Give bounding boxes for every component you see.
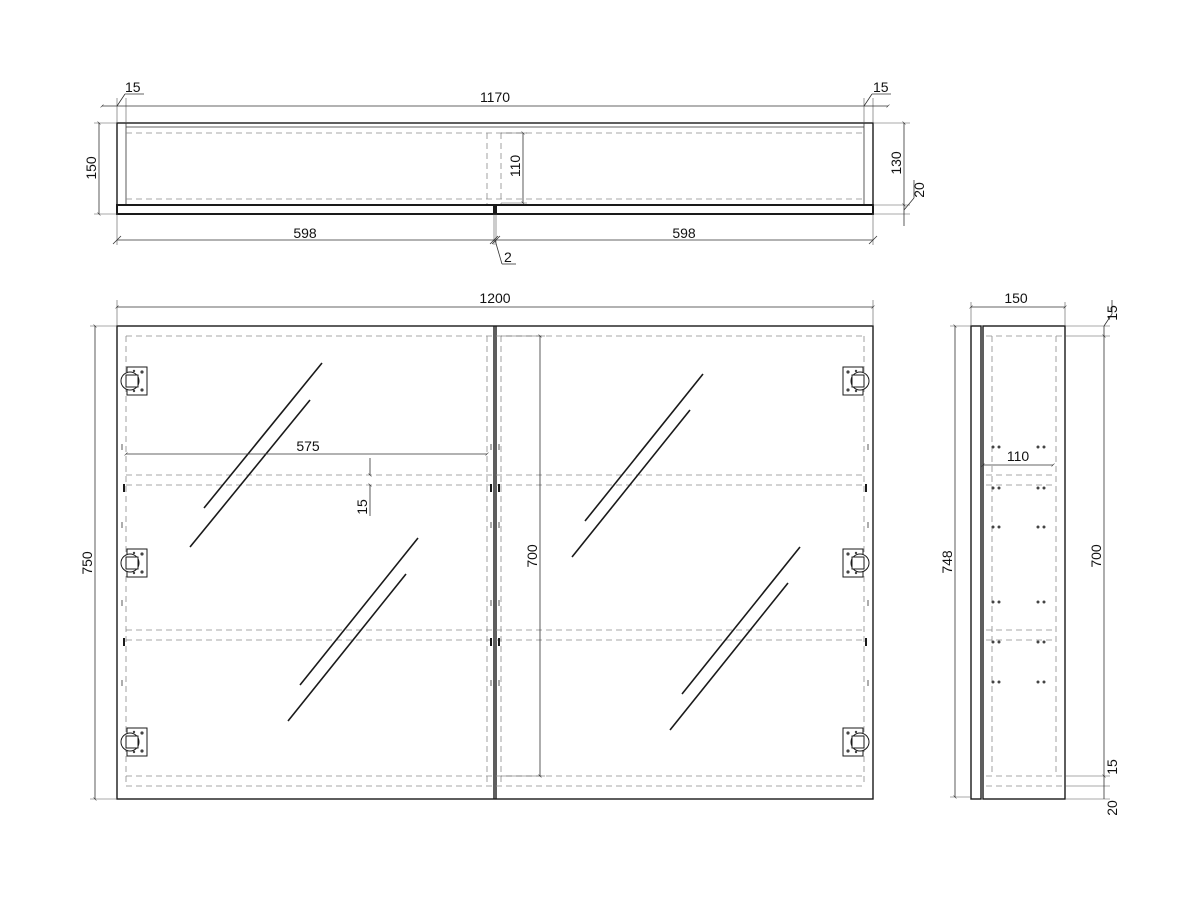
dim-top-shelf-depth: 110 (507, 155, 523, 178)
dim-top-door-thickness: 20 (911, 182, 927, 198)
dim-top-side-left: 15 (125, 79, 141, 95)
top-view: 1170 15 15 150 110 130 20 (83, 79, 927, 265)
side-view: 150 110 748 700 15 15 20 (939, 290, 1120, 816)
dim-side-depth: 150 (1004, 290, 1028, 306)
dim-top-width: 1170 (480, 89, 510, 105)
hinge-icon (120, 727, 148, 757)
dim-side-inner-height: 700 (1088, 544, 1104, 568)
hinge-icon (842, 548, 870, 578)
dim-front-shelf-width: 575 (296, 438, 320, 454)
side-view-door (970, 325, 982, 800)
front-view: 1200 750 575 15 700 (79, 290, 875, 801)
dim-side-door-thickness: 20 (1104, 800, 1120, 816)
top-view-left-door (116, 204, 495, 215)
dim-top-door-gap: 2 (504, 249, 512, 265)
dim-side-height: 748 (939, 550, 955, 574)
dim-side-top-panel: 15 (1104, 305, 1120, 321)
dim-side-shelf-depth: 110 (1007, 448, 1030, 464)
dim-front-width: 1200 (479, 290, 510, 306)
dim-front-shelf-thickness: 15 (354, 499, 370, 515)
hinge-icon (120, 366, 148, 396)
top-view-body (116, 122, 874, 206)
hinge-icon (842, 366, 870, 396)
hinge-icon (120, 548, 148, 578)
dim-top-inner-depth: 130 (888, 151, 904, 175)
top-view-right-door (495, 204, 874, 215)
side-view-body (982, 325, 1066, 800)
mirror-reflection-lines (189, 362, 801, 731)
dim-top-door-right: 598 (672, 225, 696, 241)
dim-front-height: 750 (79, 551, 95, 575)
dim-top-depth: 150 (83, 156, 99, 180)
front-view-body (116, 325, 874, 800)
dim-top-door-left: 598 (293, 225, 317, 241)
hinge-icon (842, 727, 870, 757)
shelf-pin-marks (121, 444, 869, 686)
dim-front-inner-height: 700 (524, 544, 540, 568)
dim-side-bottom-panel: 15 (1104, 759, 1120, 775)
dim-top-side-right: 15 (873, 79, 889, 95)
side-hole-dots (991, 445, 1046, 684)
